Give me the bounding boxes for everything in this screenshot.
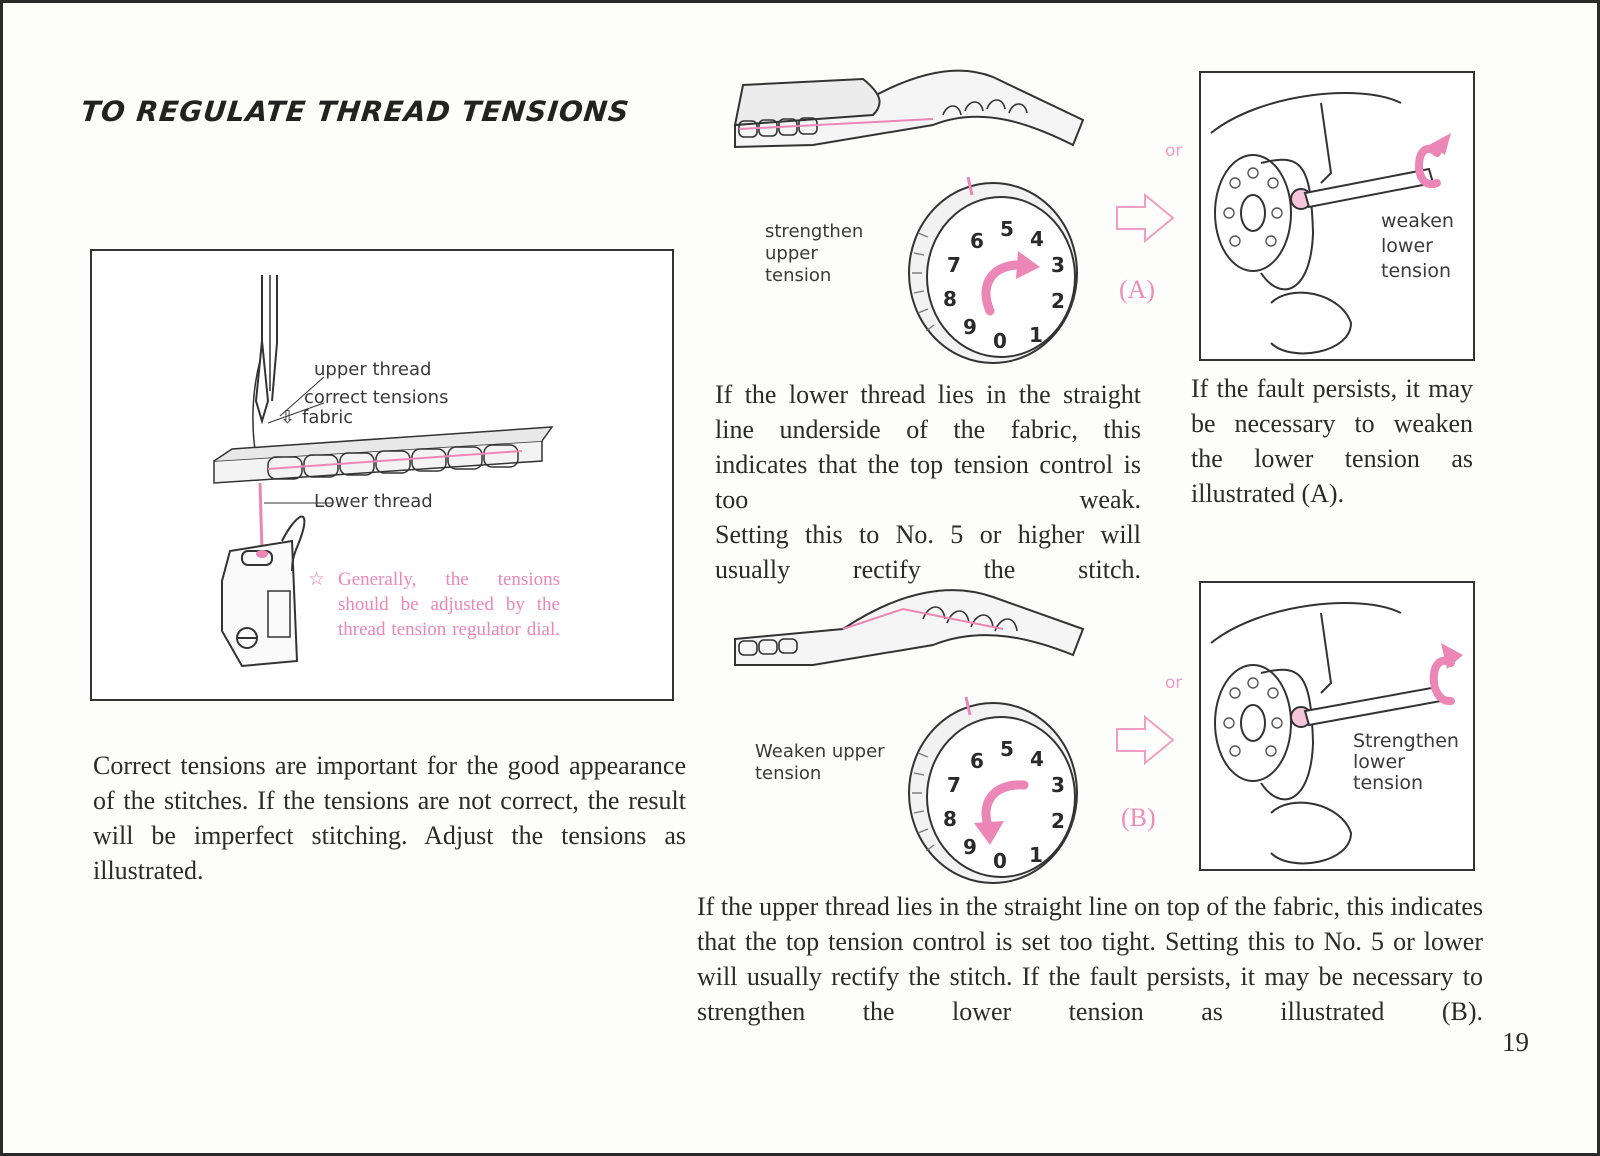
dial-number: 0 bbox=[993, 329, 1007, 353]
case-a-fault: If the fault persists, it may be necessa… bbox=[1191, 374, 1473, 508]
page-number: 19 bbox=[1502, 1027, 1529, 1057]
fabric-loop-illustration-b bbox=[734, 589, 1085, 666]
bobbin-b-label: Strengthen lower tension bbox=[1353, 730, 1459, 794]
dial-number: 9 bbox=[963, 835, 977, 859]
label-fabric: fabric bbox=[302, 407, 354, 428]
tension-dial-a[interactable] bbox=[898, 173, 1088, 373]
correct-tension-diagram: upper thread correct tensions ⇩ fabric L… bbox=[90, 249, 674, 701]
dial-number: 8 bbox=[943, 287, 957, 311]
case-b-paragraph: If the upper thread lies in the straight… bbox=[697, 892, 1483, 1026]
dial-number: 4 bbox=[1030, 747, 1044, 771]
dial-number: 8 bbox=[943, 807, 957, 831]
dial-number: 9 bbox=[963, 315, 977, 339]
dial-number: 6 bbox=[970, 229, 984, 253]
page-title: TO REGULATE THREAD TENSIONS bbox=[79, 95, 632, 128]
dial-number: 2 bbox=[1051, 809, 1065, 833]
bobbin-screw-illustration-b: Strengthen lower tension bbox=[1199, 581, 1475, 871]
dial-number: 6 bbox=[970, 749, 984, 773]
dial-b-numbers: 6 5 4 3 2 1 0 9 8 7 bbox=[933, 731, 1083, 881]
bobbin-case-a bbox=[1210, 92, 1451, 355]
star-icon: ☆ bbox=[308, 569, 326, 590]
dial-number: 0 bbox=[993, 849, 1007, 873]
tension-dial-b[interactable] bbox=[898, 693, 1088, 893]
arrow-right-icon bbox=[1116, 714, 1175, 766]
bobbin-a-label: weaken lower tension bbox=[1381, 210, 1454, 282]
dial-number: 7 bbox=[947, 253, 961, 277]
label-lower-thread: Lower thread bbox=[314, 491, 433, 512]
case-a-setting: Setting this to No. 5 or higher will usu… bbox=[715, 520, 1141, 584]
or-label-b: or bbox=[1165, 673, 1183, 693]
dial-a-label: strengthen upper tension bbox=[765, 221, 864, 286]
dial-number: 4 bbox=[1030, 227, 1044, 251]
dial-number: 1 bbox=[1029, 843, 1043, 867]
intro-paragraph: Correct tensions are important for the g… bbox=[93, 751, 686, 885]
dial-number: 2 bbox=[1051, 289, 1065, 313]
arrow-down-icon: ⇩ bbox=[280, 407, 296, 428]
case-b-letter: (B) bbox=[1121, 803, 1156, 832]
or-label-a: or bbox=[1165, 141, 1183, 161]
dial-number: 5 bbox=[1000, 737, 1014, 761]
label-correct-tensions: correct tensions bbox=[304, 387, 449, 408]
dial-b-label: Weaken upper tension bbox=[755, 741, 885, 784]
dial-number: 3 bbox=[1051, 773, 1065, 797]
arrow-right-icon bbox=[1116, 192, 1175, 244]
fabric-loop-illustration-a bbox=[733, 69, 1085, 149]
dial-number: 3 bbox=[1051, 253, 1065, 277]
dial-number: 5 bbox=[1000, 217, 1014, 241]
dial-number: 7 bbox=[947, 773, 961, 797]
bobbin-screw-illustration-a: weaken lower tension bbox=[1199, 71, 1475, 361]
dial-number: 1 bbox=[1029, 323, 1043, 347]
needle-bobbin-illustration bbox=[213, 275, 554, 668]
case-a-letter: (A) bbox=[1119, 275, 1156, 304]
dial-a-numbers: 6 5 4 3 2 1 0 9 8 7 bbox=[933, 211, 1083, 361]
tension-note: Generally, the tensions should be adjust… bbox=[338, 569, 560, 640]
case-a-paragraph: If the lower thread lies in the straight… bbox=[715, 380, 1141, 514]
bobbin-case-b bbox=[1210, 602, 1463, 865]
label-upper-thread: upper thread bbox=[314, 359, 432, 380]
